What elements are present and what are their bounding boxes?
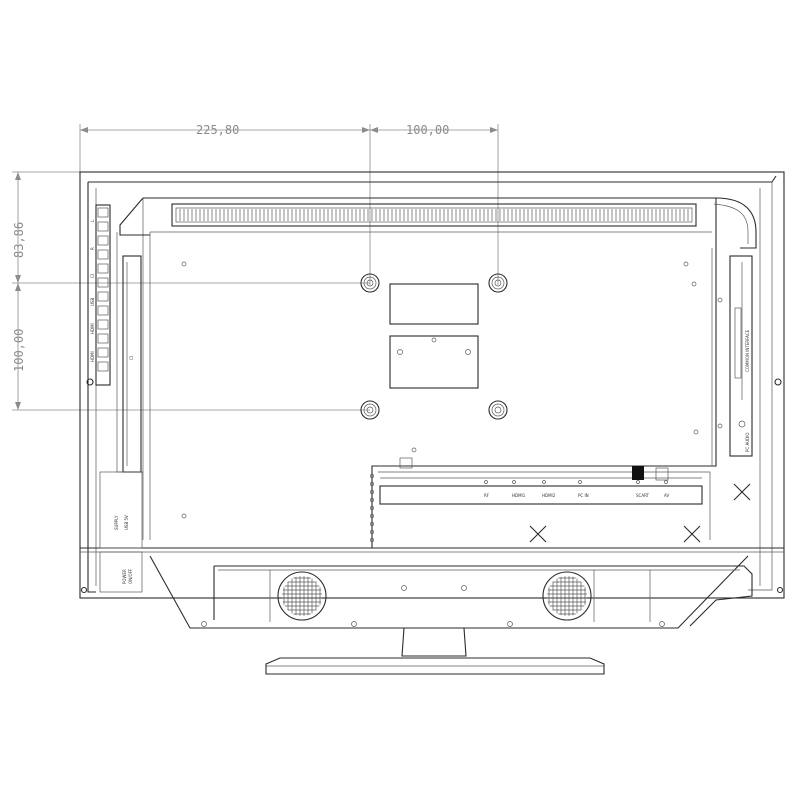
right-side-port-panel: COMMON INTERFACE PC AUDIO [717, 255, 753, 457]
speaker-grille-left [277, 571, 327, 621]
vesa-hole-top-left [360, 273, 380, 293]
port-label-pc-audio: PC AUDIO [745, 432, 750, 452]
stand-neck [401, 627, 467, 657]
bottom-connector-panel: RF HDMI1 HDMI2 PC IN SCART AV [370, 457, 703, 542]
rear-cover [116, 197, 757, 548]
vesa-hole-bottom-left [360, 400, 380, 420]
port-label-left-4: HDMI [90, 323, 95, 334]
stand-foot [265, 657, 605, 675]
port-label-left-0: L [90, 219, 95, 222]
top-vent-grille [171, 203, 697, 227]
port-label-common-interface: COMMON INTERFACE [745, 329, 750, 372]
port-label-left-1: R [90, 247, 95, 250]
tv-outer-frame [79, 171, 785, 599]
speaker-grille-right [542, 571, 592, 621]
label-plates [389, 283, 479, 389]
port-label-supply: SUPPLY [114, 515, 119, 530]
svg-text:CI: CI [129, 356, 134, 360]
dim-horizontal-spacing: 100,00 [406, 123, 449, 137]
port-label-bottom-4: SCART [636, 493, 650, 498]
dim-vertical-spacing: 100,00 [12, 329, 26, 372]
vesa-mount-holes [360, 273, 508, 420]
port-label-bottom-1: HDMI1 [512, 493, 526, 498]
dimension-lines [12, 124, 499, 411]
speaker-base [149, 555, 753, 629]
port-label-left-2: CI [90, 274, 95, 278]
port-label-onoff: ON/OFF [128, 568, 133, 584]
port-label-bottom-3: PC IN [578, 493, 589, 498]
port-label-bottom-2: HDMI2 [542, 493, 556, 498]
port-label-usb: USB 5V [124, 515, 129, 530]
port-label-power: POWER [122, 569, 127, 584]
port-label-left-5: HDMI [90, 351, 95, 362]
vesa-hole-bottom-right [488, 400, 508, 420]
x-markers [529, 483, 751, 543]
port-label-bottom-5: AV [664, 493, 669, 498]
dim-horizontal-offset: 225,80 [196, 123, 239, 137]
port-label-bottom-0: RF [484, 493, 490, 498]
port-label-left-3: USB [90, 298, 95, 306]
dim-vertical-offset: 83,86 [12, 222, 26, 258]
left-bottom-port-panel: USB 5V SUPPLY POWER ON/OFF [99, 471, 143, 593]
left-side-port-panel: L R CI USB HDMI HDMI CI [90, 204, 142, 473]
vesa-hole-top-right [488, 273, 508, 293]
